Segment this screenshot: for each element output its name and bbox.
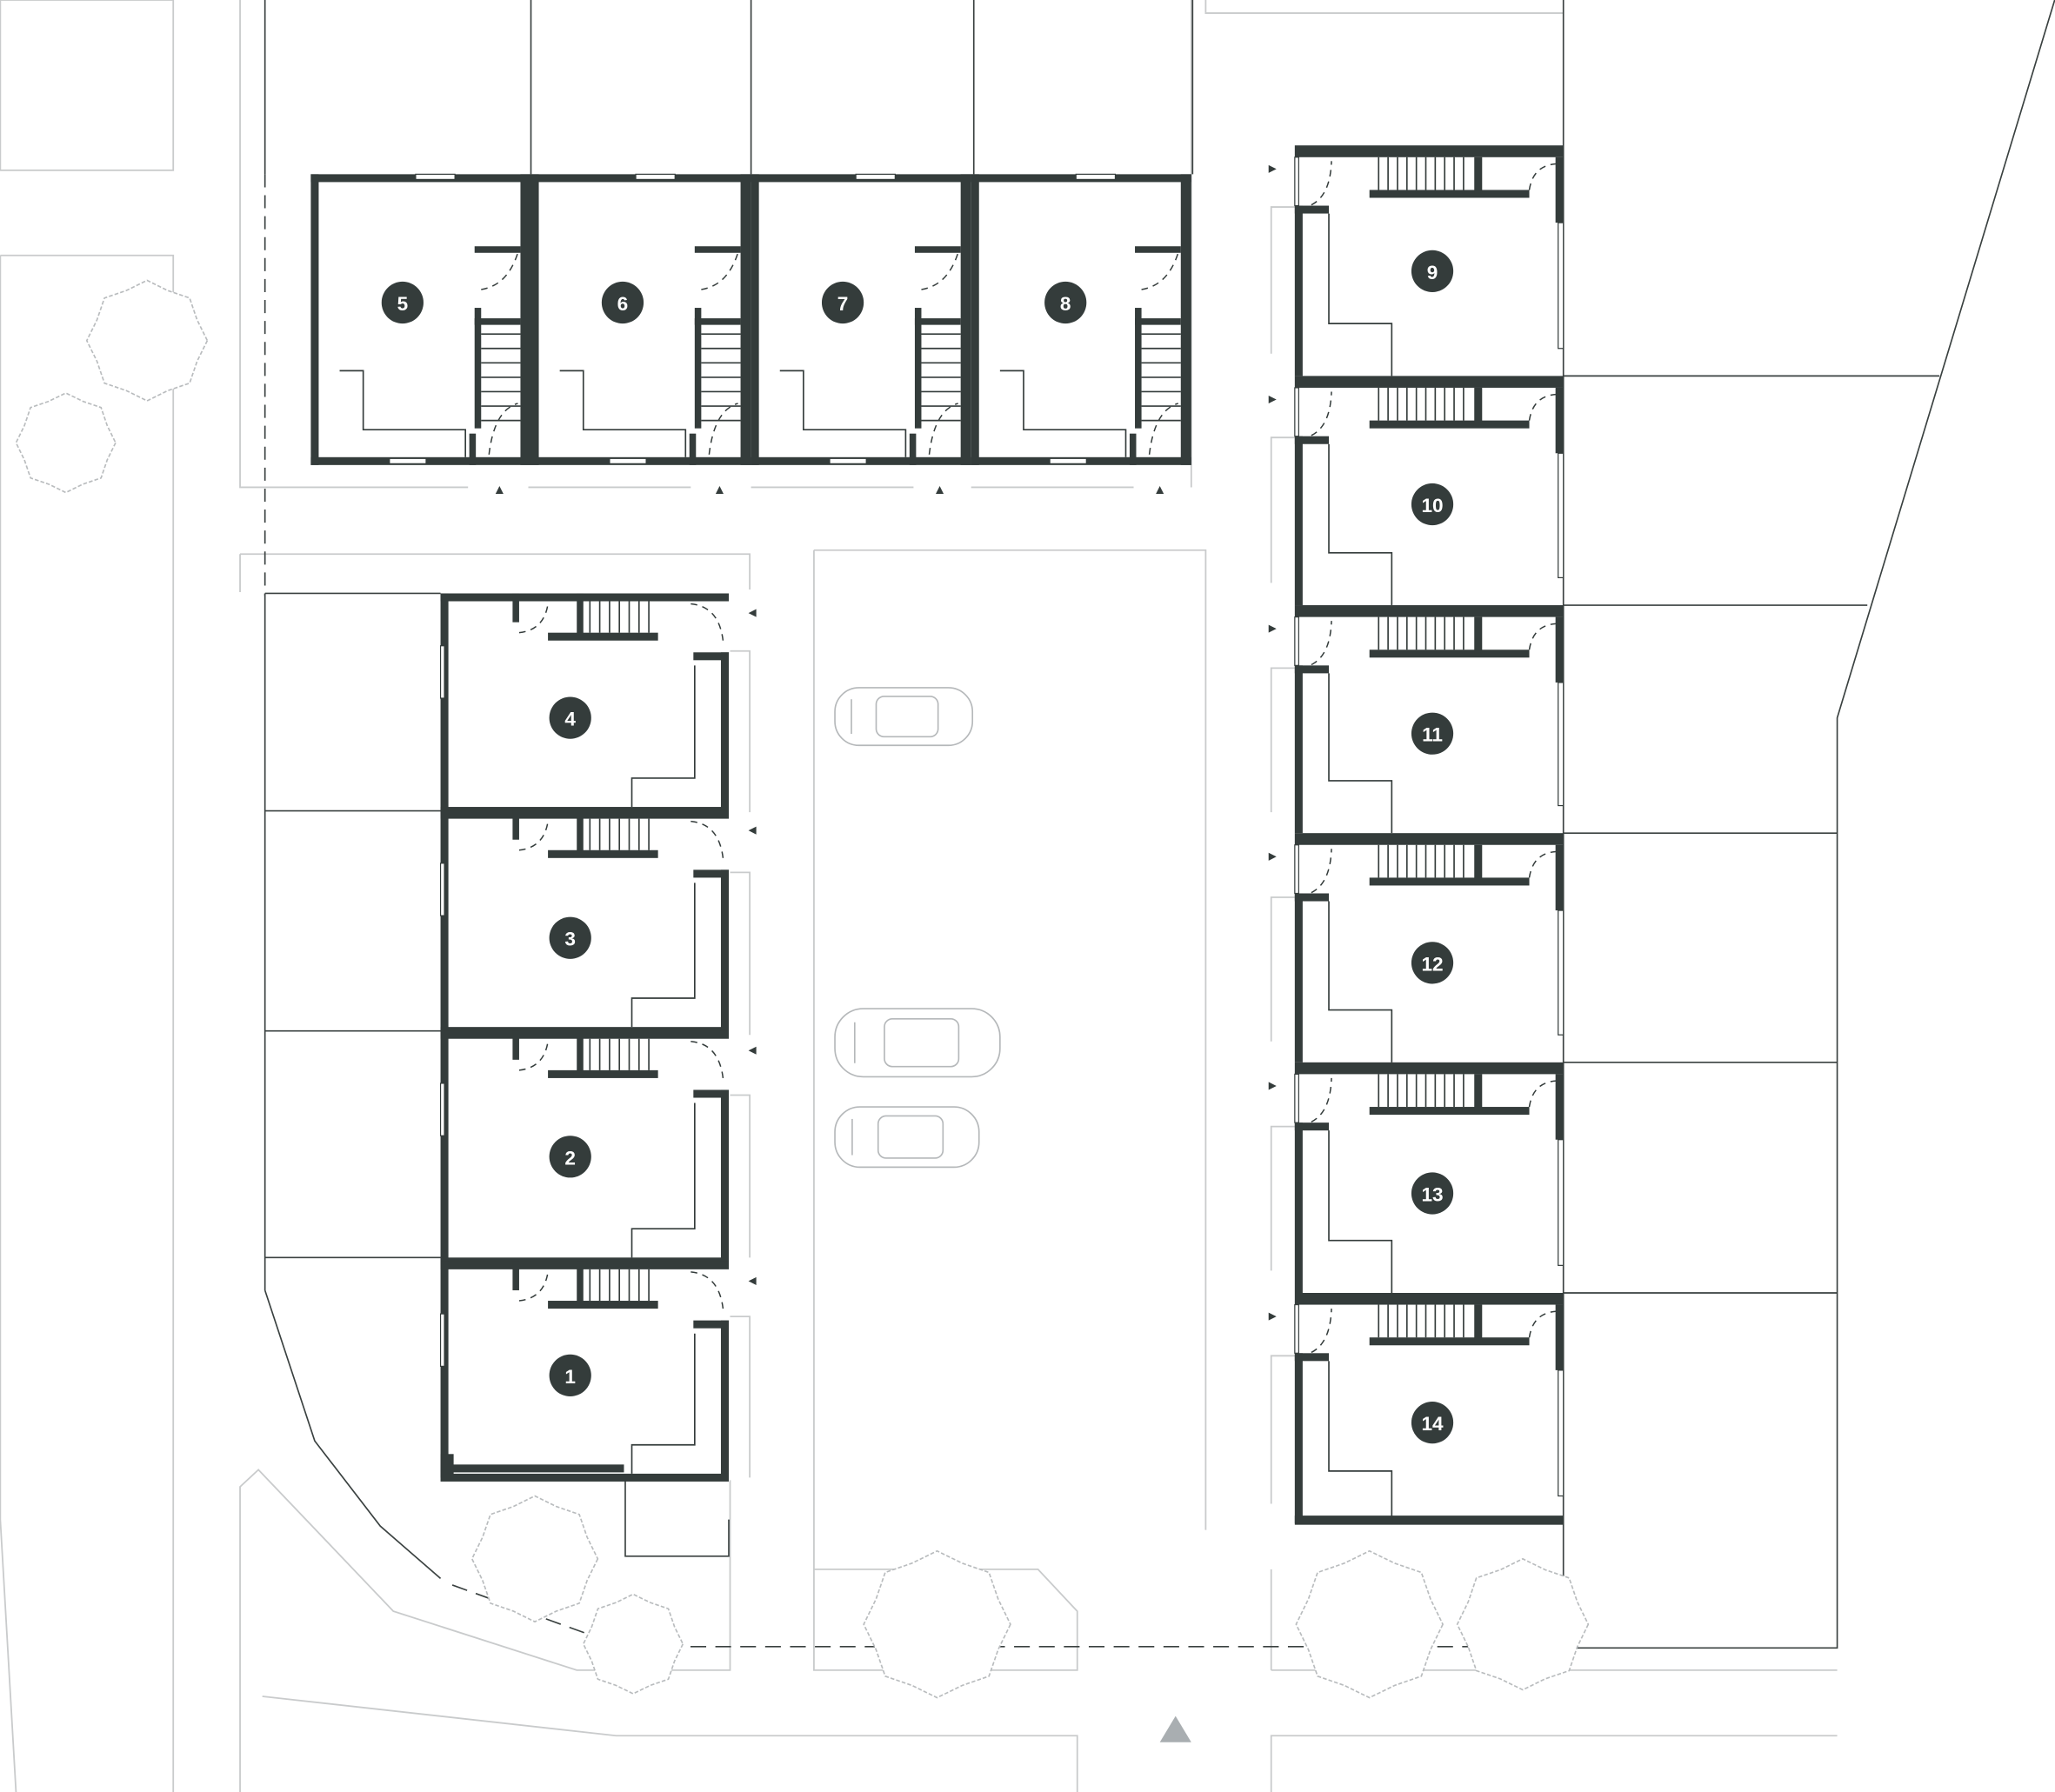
unit-badge	[1411, 1402, 1454, 1444]
tree-icon	[15, 392, 117, 494]
car-icon	[834, 1008, 1001, 1078]
unit-badge	[549, 696, 591, 739]
unit-number: 9	[1427, 262, 1438, 283]
unit-number: 13	[1421, 1184, 1443, 1206]
unit-badge	[549, 916, 591, 959]
tree-icon	[1295, 1549, 1445, 1699]
unit-9: 9	[1294, 145, 1565, 376]
unit-number: 2	[564, 1147, 576, 1169]
entry-arrow-icon	[495, 485, 504, 494]
unit-6: 6	[530, 173, 751, 465]
unit-12: 12	[1294, 833, 1565, 1063]
entry-arrow-icon	[936, 485, 944, 494]
unit-13: 13	[1294, 1062, 1565, 1293]
unit-badge	[1411, 250, 1454, 292]
car-icon	[834, 687, 974, 747]
unit-badge	[1411, 942, 1454, 984]
unit-number: 3	[564, 929, 576, 950]
unit-number: 11	[1422, 724, 1443, 746]
unit-badge	[549, 1136, 591, 1178]
unit-number: 6	[617, 293, 629, 315]
unit-number: 7	[837, 293, 849, 315]
unit-8: 8	[971, 173, 1191, 465]
north-arrow-icon	[1159, 1715, 1191, 1742]
tree-icon	[1456, 1557, 1590, 1691]
entry-arrow-icon	[1268, 1082, 1277, 1090]
unit-number: 4	[564, 709, 576, 730]
entry-arrow-icon	[748, 1046, 757, 1055]
unit-number: 10	[1421, 495, 1443, 516]
unit-badge	[1411, 712, 1454, 755]
unit-14: 14	[1294, 1292, 1565, 1525]
unit-badge	[1044, 281, 1087, 324]
unit-7: 7	[751, 173, 971, 465]
entry-arrow-icon	[1268, 164, 1277, 173]
unit-3: 3	[439, 810, 729, 1036]
unit-badge	[821, 281, 864, 324]
unit-badge	[1411, 483, 1454, 526]
unit-badge	[601, 281, 644, 324]
unit-badge	[549, 1354, 591, 1397]
unit-badge	[381, 281, 424, 324]
unit-badge	[1411, 1172, 1454, 1215]
unit-number: 12	[1421, 953, 1443, 975]
unit-number: 8	[1060, 293, 1071, 315]
unit-4: 4	[439, 593, 729, 816]
car-icon	[834, 1106, 980, 1169]
unit-5: 5	[310, 173, 531, 465]
unit-10: 10	[1294, 376, 1565, 606]
tree-icon	[85, 279, 209, 402]
unit-2: 2	[439, 1030, 729, 1266]
entry-arrow-icon	[1268, 624, 1277, 633]
unit-number: 1	[564, 1366, 576, 1388]
tree-icon	[863, 1549, 1011, 1699]
entry-arrow-icon	[715, 485, 724, 494]
site-boundaries	[0, 0, 1838, 1792]
unit-1: 1	[439, 1261, 729, 1482]
unit-number: 14	[1421, 1413, 1444, 1435]
entry-arrow-icon	[1268, 395, 1277, 404]
tree-icon	[470, 1495, 599, 1623]
entry-arrow-icon	[748, 1276, 757, 1285]
entry-arrow-icon	[1268, 852, 1277, 861]
entry-arrow-icon	[748, 826, 757, 835]
unit-number: 5	[397, 293, 409, 315]
entry-arrow-icon	[748, 609, 757, 617]
entry-arrow-icon	[1268, 1312, 1277, 1321]
unit-11: 11	[1294, 605, 1565, 834]
entry-arrow-icon	[1156, 485, 1164, 494]
tree-icon	[582, 1593, 684, 1695]
